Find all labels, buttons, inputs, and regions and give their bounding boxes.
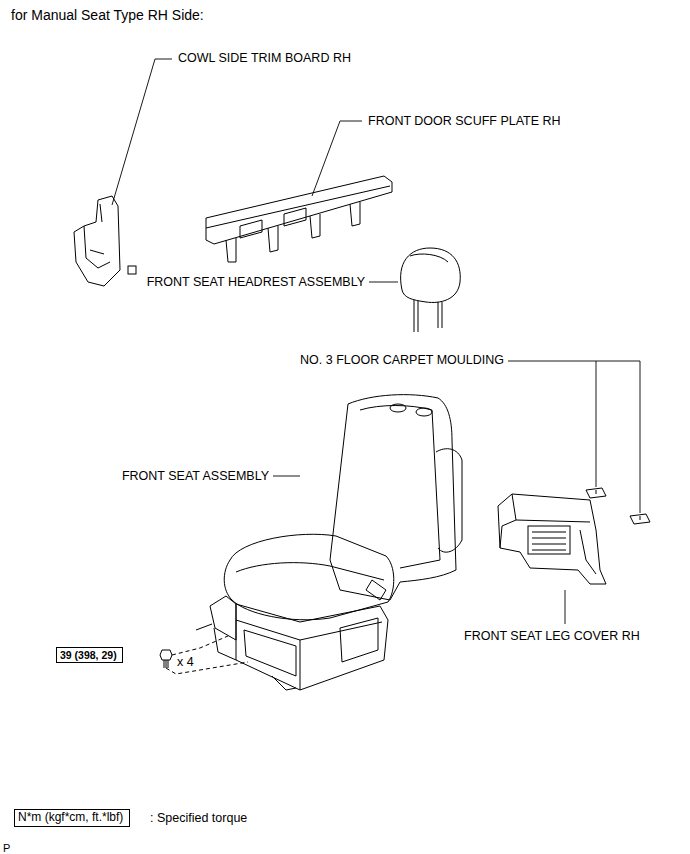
quantity: x 4 xyxy=(176,656,195,670)
front-seat xyxy=(196,395,462,690)
torque-legend-box: N*m (kgf*cm, ft.*lbf) xyxy=(14,809,130,827)
front-door-scuff-plate xyxy=(206,176,392,262)
diagram-title: for Manual Seat Type RH Side: xyxy=(10,8,205,23)
part-name: NO. 3 FLOOR CARPET MOULDING xyxy=(299,354,505,368)
box-text: 39 (398, 29) xyxy=(60,649,119,661)
front-seat-leg-cover xyxy=(498,494,606,584)
page-mark: P xyxy=(2,842,11,854)
box-text: N*m (kgf*cm, ft.*lbf) xyxy=(18,811,126,825)
part-name: COWL SIDE TRIM BOARD RH xyxy=(177,52,352,66)
part-name: FRONT DOOR SCUFF PLATE RH xyxy=(367,115,562,129)
torque-box: 39 (398, 29) xyxy=(56,647,123,663)
part-name: FRONT SEAT ASSEMBLY xyxy=(121,470,270,484)
headrest xyxy=(401,248,461,332)
legend-text: : Specified torque xyxy=(149,812,248,826)
leader-lines xyxy=(112,59,640,624)
part-name: FRONT SEAT LEG COVER RH xyxy=(463,630,641,644)
clips xyxy=(586,488,650,524)
part-name: FRONT SEAT HEADREST ASSEMBLY xyxy=(146,276,366,290)
cowl-side-trim-board xyxy=(74,196,136,286)
bolt xyxy=(160,636,248,674)
